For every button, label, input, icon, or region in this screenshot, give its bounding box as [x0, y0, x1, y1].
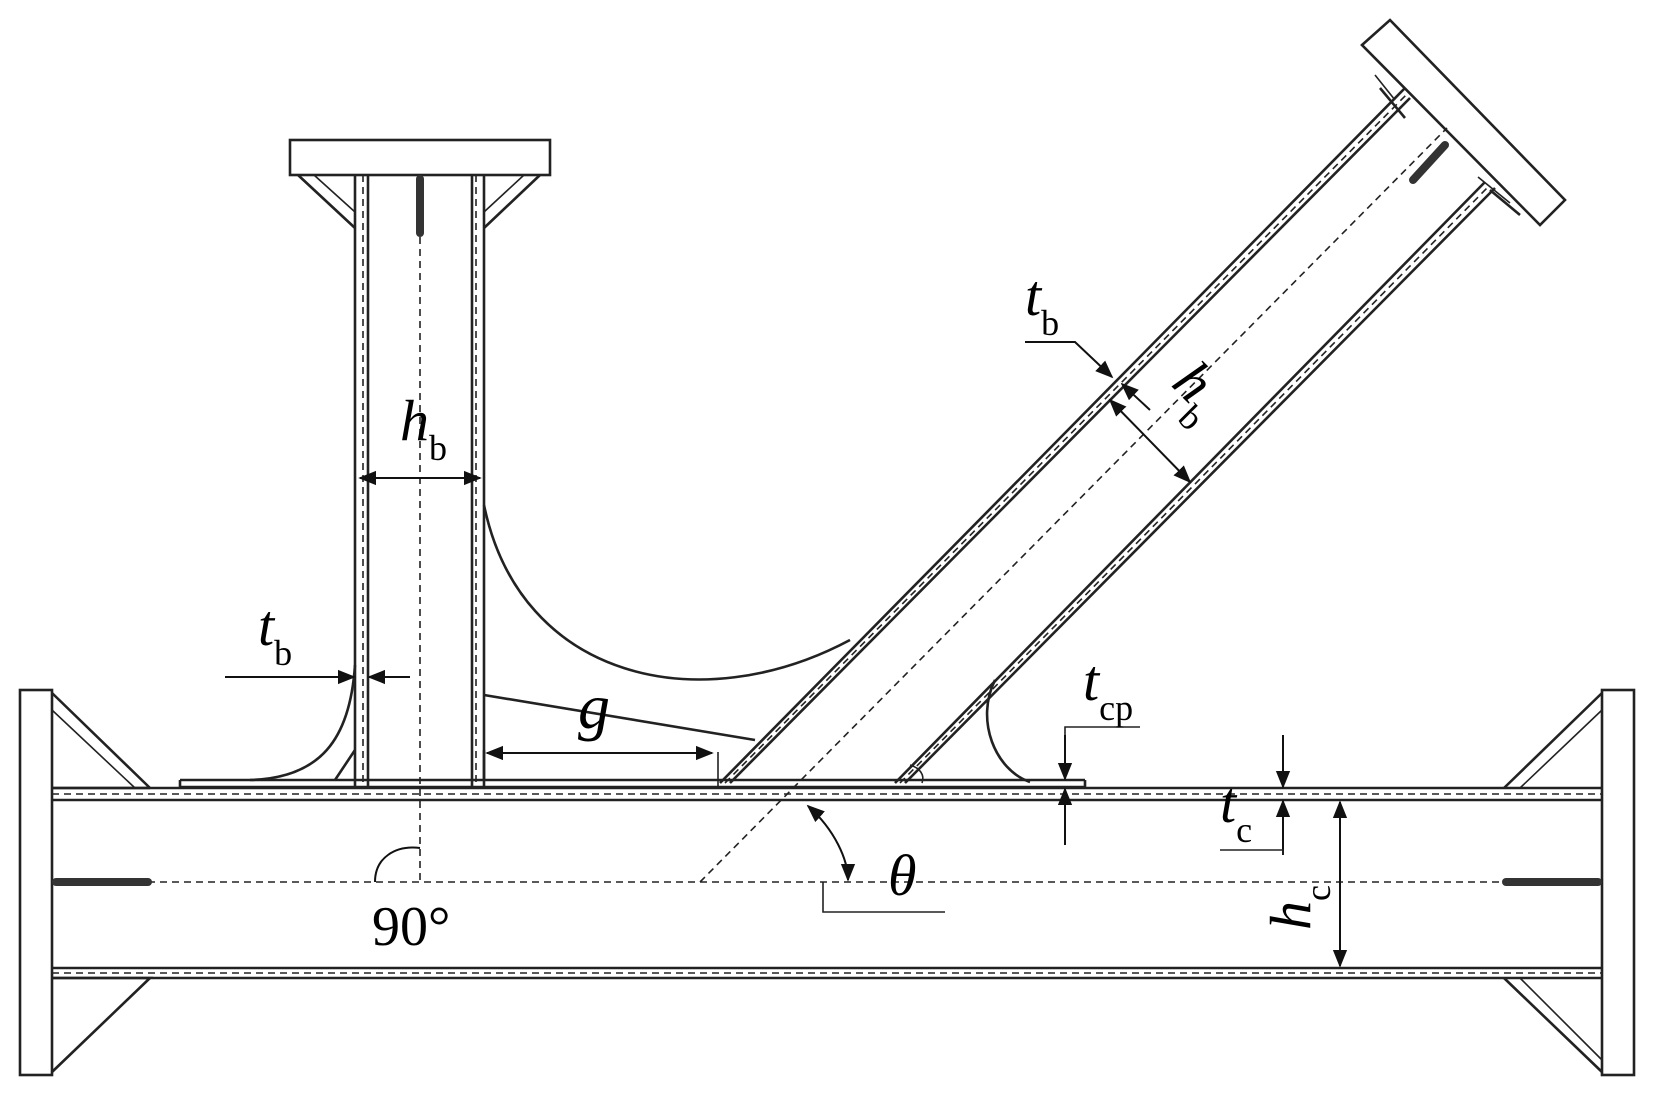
- vertical-brace-slot: [416, 175, 424, 237]
- chord-right-end-plate: [1600, 688, 1636, 1077]
- chord-left-end-plate: [18, 688, 54, 1077]
- label-theta: θ: [888, 843, 917, 908]
- vertical-brace-top-plate: [288, 138, 552, 177]
- label-tcp: tcp: [1083, 648, 1133, 728]
- chord-left-stiffener-bottom: [51, 976, 154, 1073]
- gusset-curve: [482, 504, 851, 681]
- chord-right-stiffener-top: [1503, 692, 1603, 789]
- chord-right-slot: [1502, 878, 1602, 886]
- label-hb-diagonal: hb: [1150, 348, 1240, 438]
- label-90-degrees: 90°: [372, 896, 450, 958]
- diagonal-brace-centerline: [699, 127, 1448, 883]
- label-hb-vertical: hb: [400, 388, 447, 468]
- chord-member: [18, 688, 1636, 1077]
- label-g: g: [578, 671, 610, 742]
- label-hc: hc: [1258, 885, 1338, 930]
- diagonal-brace-end-plate: [1360, 18, 1567, 227]
- diagonal-brace-slot: [1409, 141, 1449, 184]
- chord-left-slot: [52, 878, 152, 886]
- label-tc: tc: [1220, 770, 1252, 850]
- chord-left-stiffener-top: [51, 692, 151, 790]
- label-tb-left: tb: [258, 593, 292, 673]
- label-tb-diagonal: tb: [1025, 263, 1059, 343]
- chord-plate: [178, 778, 1087, 789]
- dimensions: [225, 341, 1348, 968]
- diagonal-brace: [699, 18, 1567, 883]
- vertical-brace: [249, 138, 851, 882]
- chord-right-stiffener-bottom: [1503, 977, 1603, 1073]
